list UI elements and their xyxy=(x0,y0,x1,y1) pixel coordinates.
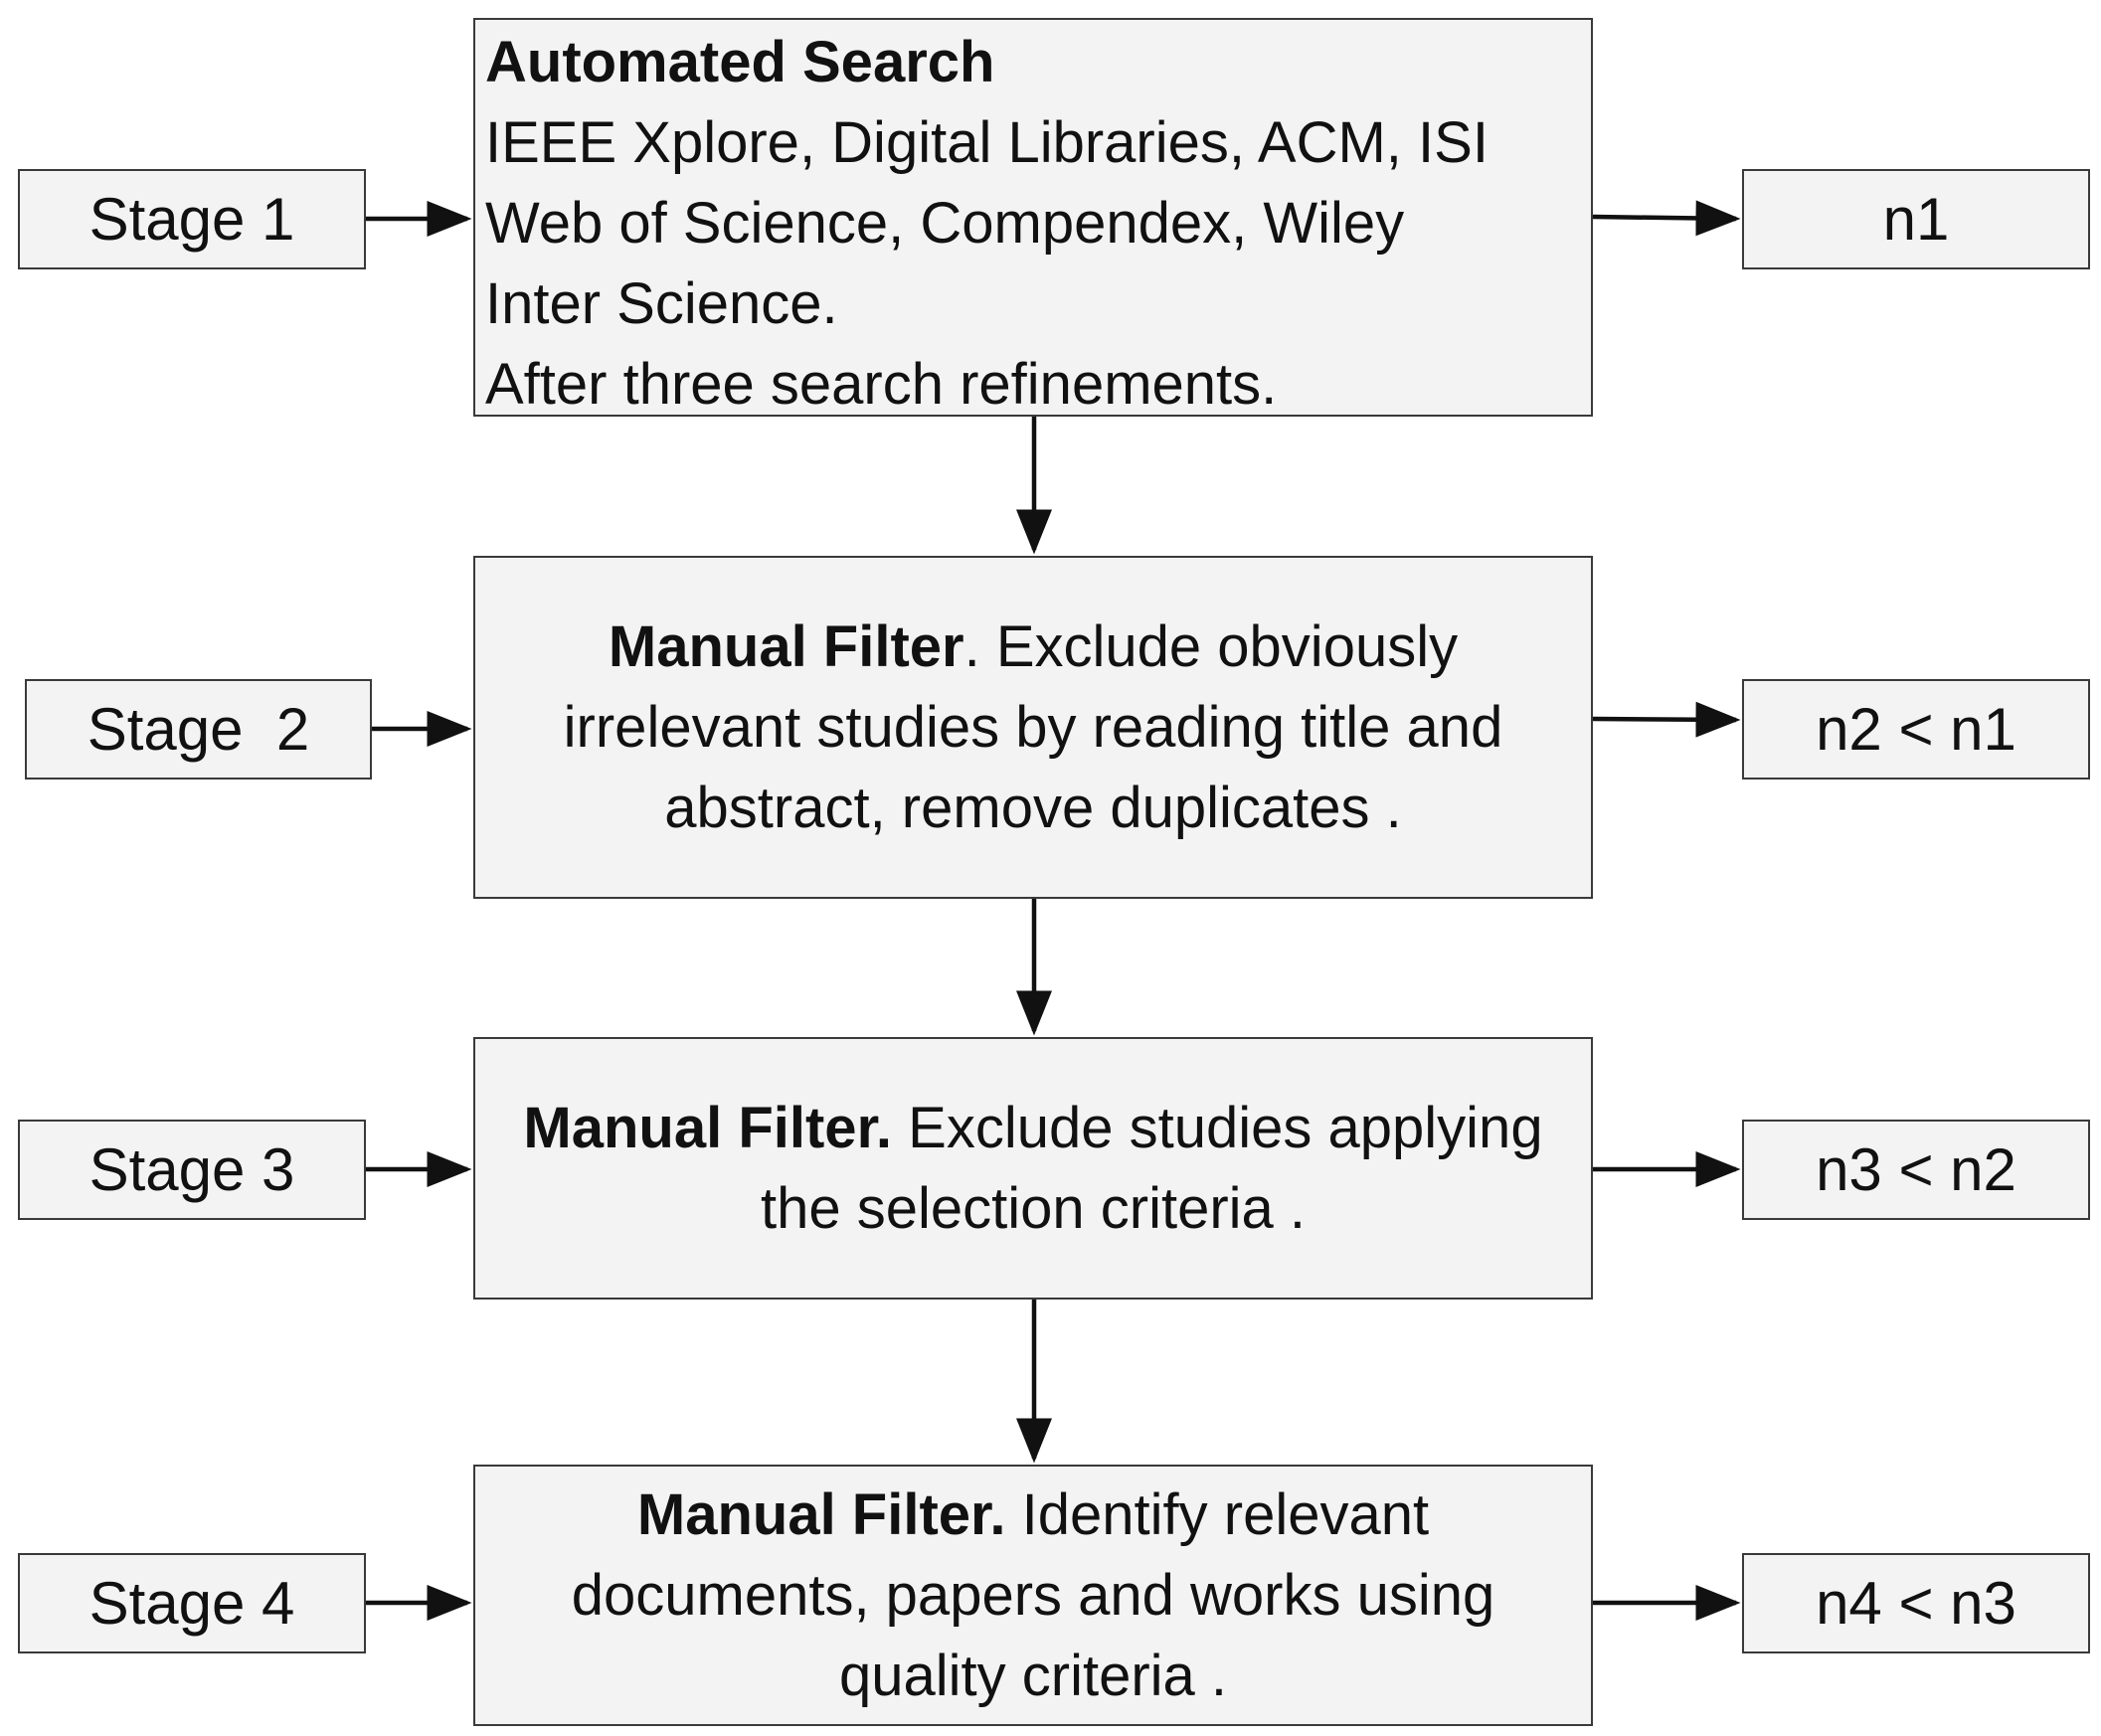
stage-3-result: n3 < n2 xyxy=(1816,1136,2016,1203)
manual-filter-3-description: Exclude studies applying the selection c… xyxy=(760,1096,1543,1241)
manual-filter-4-box: Manual Filter. Identify relevant documen… xyxy=(473,1465,1593,1726)
automated-search-line-1: IEEE Xplore, Digital Libraries, ACM, ISI xyxy=(485,110,1488,175)
arrow-search-to-n1 xyxy=(1592,200,1741,237)
arrow-filter-2-to-n2 xyxy=(1592,701,1741,738)
automated-search-line-4: After three search refinements. xyxy=(485,352,1278,417)
stage-2-result: n2 < n1 xyxy=(1816,696,2016,763)
stage-1-result: n1 xyxy=(1882,186,1950,253)
manual-filter-4-description: Identify relevant documents, papers and … xyxy=(571,1482,1495,1708)
automated-search-box: Automated Search IEEE Xplore, Digital Li… xyxy=(473,18,1593,417)
stage-2-label: Stage 2 xyxy=(87,696,310,763)
stage-4-label-box: Stage 4 xyxy=(18,1553,366,1653)
stage-4-result-box: n4 < n3 xyxy=(1742,1553,2090,1653)
stage-1-result-box: n1 xyxy=(1742,169,2090,269)
stage-4-result: n4 < n3 xyxy=(1816,1570,2016,1637)
stage-3-label-box: Stage 3 xyxy=(18,1120,366,1220)
manual-filter-3-text: Manual Filter. Exclude studies applying … xyxy=(515,1088,1551,1249)
manual-filter-4-text: Manual Filter. Identify relevant documen… xyxy=(515,1475,1551,1716)
automated-search-line-2: Web of Science, Compendex, Wiley xyxy=(485,191,1405,256)
manual-filter-2-description: . Exclude obviously irrelevant studies b… xyxy=(563,614,1503,840)
manual-filter-2-box: Manual Filter. Exclude obviously irrelev… xyxy=(473,556,1593,899)
manual-filter-2-title: Manual Filter xyxy=(608,614,964,679)
automated-search-title: Automated Search xyxy=(485,30,995,94)
stage-3-label: Stage 3 xyxy=(88,1136,295,1203)
stage-3-result-box: n3 < n2 xyxy=(1742,1120,2090,1220)
stage-1-label-box: Stage 1 xyxy=(18,169,366,269)
manual-filter-4-title: Manual Filter. xyxy=(636,1482,1006,1547)
stage-4-label: Stage 4 xyxy=(88,1570,295,1637)
stage-2-result-box: n2 < n1 xyxy=(1742,679,2090,780)
stage-2-label-box: Stage 2 xyxy=(25,679,372,780)
automated-search-line-3: Inter Science. xyxy=(485,271,838,336)
manual-filter-2-text: Manual Filter. Exclude obviously irrelev… xyxy=(515,607,1551,848)
manual-filter-3-title: Manual Filter. xyxy=(523,1096,893,1160)
manual-filter-3-box: Manual Filter. Exclude studies applying … xyxy=(473,1037,1593,1300)
stage-1-label: Stage 1 xyxy=(88,186,295,253)
